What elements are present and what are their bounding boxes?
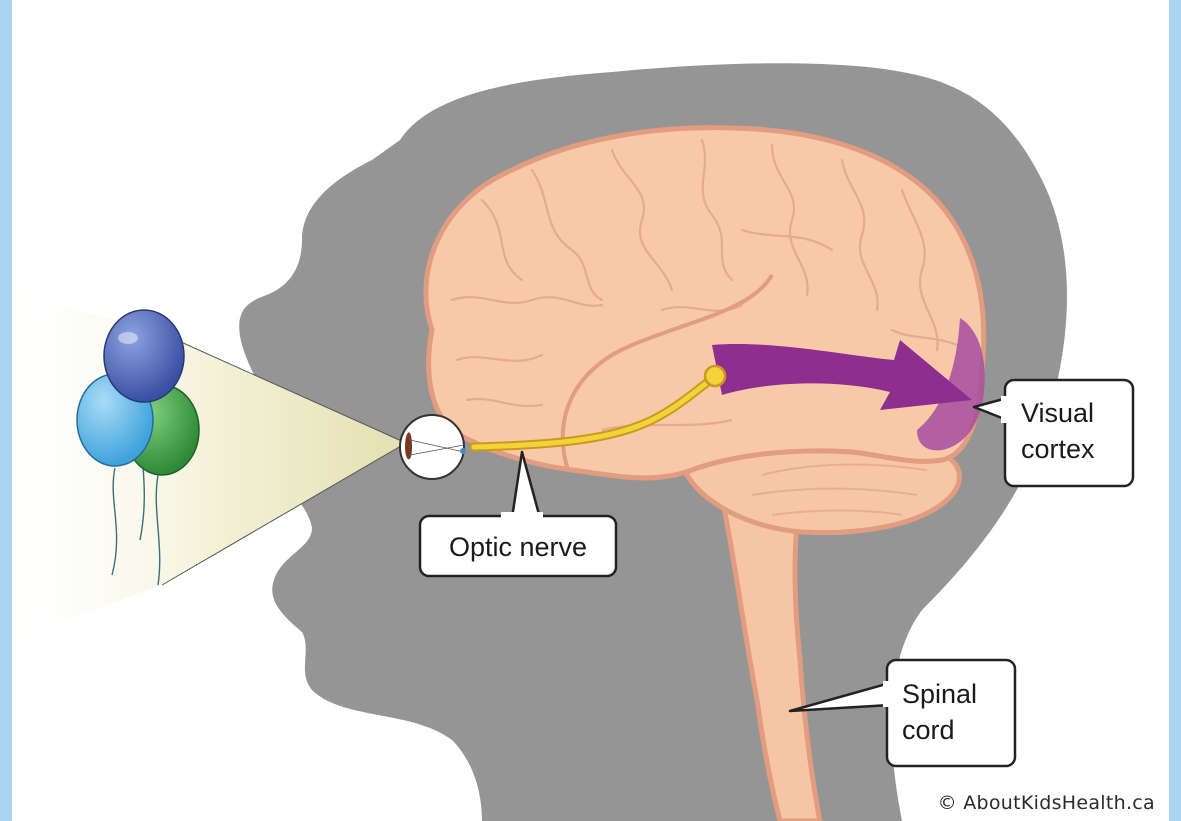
spinal-cord-label-line2: cord [902, 715, 955, 745]
balloon-highlight [118, 332, 138, 344]
diagram-canvas: Optic nerve Visual cortex Spinal cord © … [12, 0, 1169, 821]
optic-nerve-label: Optic nerve [449, 532, 587, 562]
optic-nerve-end [705, 366, 725, 386]
vision-pathway-diagram: Optic nerve Visual cortex Spinal cord © … [12, 0, 1169, 821]
copyright-notice: © AboutKidsHealth.ca [938, 792, 1155, 814]
visual-cortex-label-box [1005, 380, 1133, 486]
visual-cortex-label-line1: Visual [1021, 398, 1094, 428]
visual-cortex-label-line2: cortex [1021, 434, 1095, 464]
spinal-cord-label-line1: Spinal [902, 679, 977, 709]
dark-blue-balloon [104, 310, 184, 402]
retina-image [460, 448, 466, 454]
spinal-cord-label-box [887, 660, 1015, 766]
